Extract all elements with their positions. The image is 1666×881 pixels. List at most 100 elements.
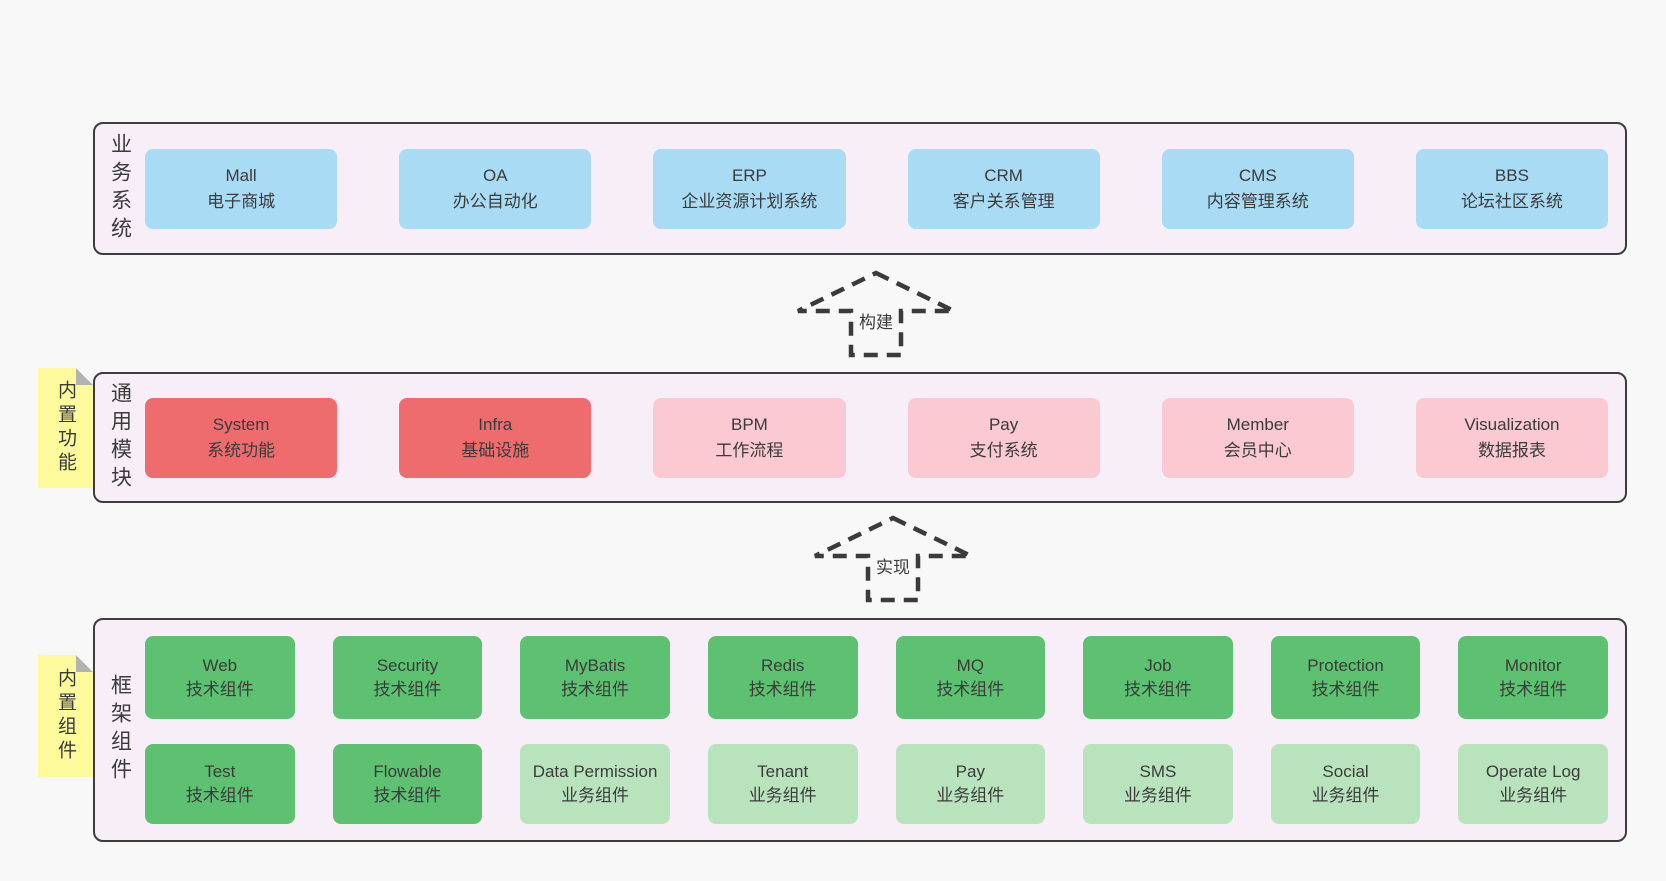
modules-box-row: System 系统功能 Infra 基础设施 BPM 工作流程 Pay 支付系统… (145, 397, 1609, 478)
box-infra-name: Infra (478, 414, 513, 434)
box-test-sub: 技术组件 (185, 786, 254, 805)
box-monitor-name: Monitor (1504, 655, 1562, 675)
box-erp-name: ERP (731, 165, 767, 185)
box-operate-log-sub: 业务组件 (1499, 786, 1568, 805)
box-monitor: Monitor 技术组件 (1458, 636, 1608, 719)
box-mq-sub: 技术组件 (936, 679, 1005, 699)
box-system-sub: 系统功能 (207, 440, 276, 460)
box-security-sub: 技术组件 (373, 679, 442, 699)
box-visualization: Visualization 数据报表 (1415, 397, 1609, 478)
section-framework-components: 框架组件 Web 技术组件 Security 技术组件 MyBatis 技术组件… (93, 618, 1627, 842)
section-label-column: 业务系统 (95, 124, 145, 253)
arrow-up-build-icon: 构建 (790, 270, 962, 358)
arrow-build-label: 构建 (855, 306, 897, 335)
arrow-implement-label: 实现 (872, 551, 914, 580)
box-crm-sub: 客户关系管理 (952, 191, 1055, 211)
box-social-sub: 业务组件 (1311, 786, 1380, 805)
box-sms: SMS 业务组件 (1083, 744, 1233, 824)
business-box-row: Mall 电子商城 OA 办公自动化 ERP 企业资源计划系统 CRM 客户关系… (145, 148, 1609, 229)
section-components-label: 框架组件 (108, 674, 132, 786)
box-member-name: Member (1226, 414, 1289, 434)
box-cms: CMS 内容管理系统 (1161, 148, 1354, 229)
box-web-sub: 技术组件 (185, 679, 254, 699)
box-bbs: BBS 论坛社区系统 (1415, 148, 1609, 229)
section-business-systems: 业务系统 Mall 电子商城 OA 办公自动化 ERP 企业资源计划系统 CRM (93, 122, 1627, 255)
box-mall: Mall 电子商城 (145, 148, 338, 229)
box-data-permission-name: Data Permission (532, 762, 658, 781)
sticky-note-builtin-features: 内置功能 (38, 368, 93, 488)
box-pay-module: Pay 支付系统 (907, 397, 1100, 478)
box-erp: ERP 企业资源计划系统 (653, 148, 846, 229)
box-cms-sub: 内容管理系统 (1206, 191, 1309, 211)
box-flowable-sub: 技术组件 (373, 786, 442, 805)
box-tenant-sub: 业务组件 (748, 786, 817, 805)
box-web: Web 技术组件 (145, 636, 295, 719)
sticky-components-label: 内置组件 (55, 668, 76, 764)
box-oa-sub: 办公自动化 (452, 191, 538, 211)
box-monitor-sub: 技术组件 (1499, 679, 1568, 699)
box-job: Job 技术组件 (1083, 636, 1233, 719)
box-job-sub: 技术组件 (1123, 679, 1192, 699)
box-operate-log: Operate Log 业务组件 (1458, 744, 1608, 824)
box-redis-sub: 技术组件 (748, 679, 817, 699)
box-mybatis-name: MyBatis (564, 655, 626, 675)
box-mq-name: MQ (956, 655, 984, 675)
modules-boxes-area: System 系统功能 Infra 基础设施 BPM 工作流程 Pay 支付系统… (145, 374, 1625, 501)
box-tenant-name: Tenant (757, 762, 809, 781)
components-box-row-2: Test 技术组件 Flowable 技术组件 Data Permission … (145, 744, 1608, 824)
box-flowable: Flowable 技术组件 (332, 744, 483, 824)
box-social-name: Social (1322, 762, 1369, 781)
box-visualization-name: Visualization (1464, 414, 1560, 434)
box-infra: Infra 基础设施 (399, 397, 592, 478)
box-tenant: Tenant 业务组件 (707, 744, 858, 824)
box-member: Member 会员中心 (1161, 397, 1354, 478)
sticky-fold-icon (76, 368, 93, 385)
box-test-name: Test (204, 762, 236, 781)
box-sms-sub: 业务组件 (1123, 786, 1192, 805)
box-bpm-name: BPM (731, 414, 768, 434)
box-web-name: Web (202, 655, 238, 675)
box-pay-module-sub: 支付系统 (969, 440, 1038, 460)
box-security-name: Security (376, 655, 439, 675)
box-mq: MQ 技术组件 (895, 636, 1046, 719)
section-label-column: 通用模块 (95, 374, 145, 501)
box-member-sub: 会员中心 (1223, 440, 1292, 460)
box-redis: Redis 技术组件 (707, 636, 858, 719)
box-pay-module-name: Pay (988, 414, 1019, 434)
components-box-row-1: Web 技术组件 Security 技术组件 MyBatis 技术组件 Redi… (145, 636, 1608, 719)
box-data-permission: Data Permission 业务组件 (520, 744, 670, 824)
box-mybatis: MyBatis 技术组件 (520, 636, 670, 719)
sticky-note-builtin-components: 内置组件 (38, 655, 93, 777)
box-mall-sub: 电子商城 (207, 191, 276, 211)
box-bbs-sub: 论坛社区系统 (1460, 191, 1563, 211)
box-mybatis-sub: 技术组件 (561, 679, 630, 699)
section-business-label: 业务系统 (108, 132, 132, 245)
box-pay-component-sub: 业务组件 (936, 786, 1005, 805)
box-pay-component-name: Pay (955, 762, 985, 781)
box-protection-name: Protection (1307, 655, 1384, 675)
dashed-up-arrow-shape (797, 270, 955, 358)
box-pay-component: Pay 业务组件 (895, 744, 1046, 824)
business-boxes-area: Mall 电子商城 OA 办公自动化 ERP 企业资源计划系统 CRM 客户关系… (145, 124, 1625, 253)
box-system-name: System (212, 414, 270, 434)
box-protection-sub: 技术组件 (1311, 679, 1380, 699)
box-operate-log-name: Operate Log (1485, 762, 1581, 781)
section-modules-label: 通用模块 (108, 381, 132, 494)
arrow-up-implement-icon: 实现 (807, 515, 979, 603)
box-bpm-sub: 工作流程 (715, 440, 784, 460)
section-common-modules: 通用模块 System 系统功能 Infra 基础设施 BPM 工作流程 Pay (93, 372, 1627, 503)
components-boxes-area: Web 技术组件 Security 技术组件 MyBatis 技术组件 Redi… (145, 620, 1625, 840)
box-oa-name: OA (482, 165, 508, 185)
box-infra-sub: 基础设施 (461, 440, 530, 460)
sticky-features-label: 内置功能 (55, 380, 76, 476)
box-oa: OA 办公自动化 (399, 148, 592, 229)
box-redis-name: Redis (760, 655, 805, 675)
box-erp-sub: 企业资源计划系统 (681, 191, 818, 211)
section-label-column: 框架组件 (95, 620, 145, 840)
box-system: System 系统功能 (145, 397, 338, 478)
box-mall-name: Mall (225, 165, 257, 185)
box-sms-name: SMS (1139, 762, 1177, 781)
box-protection: Protection 技术组件 (1270, 636, 1421, 719)
box-bbs-name: BBS (1494, 165, 1529, 185)
